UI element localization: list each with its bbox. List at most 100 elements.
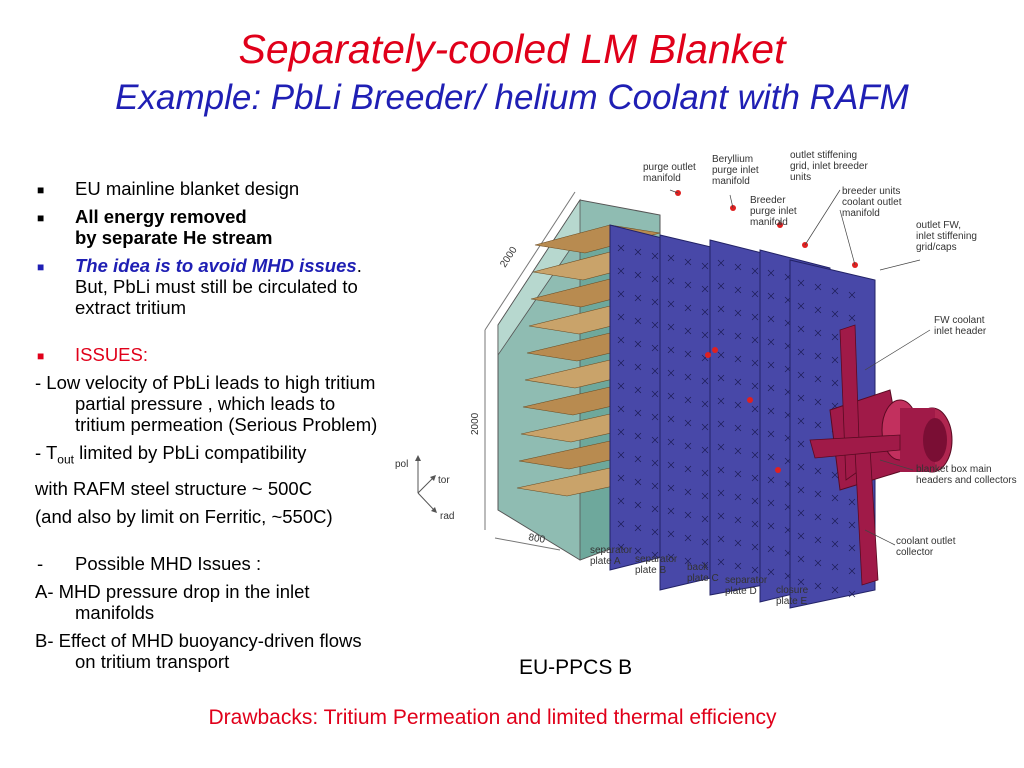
slide-subtitle: Example: PbLi Breeder/ helium Coolant wi… [115, 78, 909, 117]
plate-hole [814, 329, 822, 337]
bullet-issues: ■ ISSUES: [37, 344, 148, 365]
plate-hole [701, 469, 709, 477]
plate-hole [717, 305, 725, 313]
plate-hole [848, 521, 856, 529]
plate-hole [667, 461, 675, 469]
plate-hole [734, 286, 742, 294]
plate-hole [751, 566, 759, 574]
bullet-avoid-mhd: ■ The idea is to avoid MHD issues. But, … [37, 255, 362, 318]
plate-hole [651, 252, 659, 260]
plate-hole [814, 513, 822, 521]
plate-hole [634, 363, 642, 371]
plate-hole [797, 555, 805, 563]
plate-hole [751, 428, 759, 436]
plate-hole [684, 396, 692, 404]
plate-hole [701, 377, 709, 385]
plate-hole [701, 400, 709, 408]
plate-hole [848, 567, 856, 575]
plate-hole [797, 371, 805, 379]
plate-hole [767, 476, 775, 484]
rafm-line: with RAFM steel structure ~ 500C [35, 477, 313, 499]
axis-tor-label: tor [438, 475, 450, 486]
axis-rad-label: rad [440, 511, 455, 522]
plate-hole [634, 432, 642, 440]
possible-mhd-issues: - Possible MHD Issues : [37, 552, 262, 574]
blanket-drawing: 2000 2000 800 [470, 189, 953, 609]
plate-hole [651, 413, 659, 421]
plate-hole [734, 309, 742, 317]
plate-hole [651, 505, 659, 513]
plate-hole [701, 285, 709, 293]
plate-hole [797, 578, 805, 586]
plate-hole [751, 497, 759, 505]
plate-hole [667, 438, 675, 446]
plate-hole [717, 489, 725, 497]
issue-tout-limit: - Tout limited by PbLi compatibility [35, 442, 307, 467]
axis-pol-label: pol [395, 459, 409, 470]
plate-hole [767, 407, 775, 415]
plate-hole [684, 465, 692, 473]
plate-hole [684, 534, 692, 542]
plate-hole [848, 544, 856, 552]
plate-hole [617, 244, 625, 252]
plate-hole [634, 386, 642, 394]
coordinate-axes-diagram: pol tor rad [390, 455, 470, 535]
plate-hole [717, 420, 725, 428]
plate-hole [814, 467, 822, 475]
plate-hole [797, 325, 805, 333]
plate-hole [848, 314, 856, 322]
plate-hole [831, 586, 839, 594]
plate-hole [751, 313, 759, 321]
plate-hole [667, 277, 675, 285]
plate-hole [797, 394, 805, 402]
plate-hole [767, 453, 775, 461]
plate-hole [717, 512, 725, 520]
bullet-eu-mainline: ■ EU mainline blanket design [37, 178, 300, 199]
plate-hole [767, 545, 775, 553]
plate-hole [651, 551, 659, 559]
plate-hole [848, 498, 856, 506]
plate-hole [797, 509, 805, 517]
plate-hole [634, 294, 642, 302]
plate-hole [751, 451, 759, 459]
plate-hole [717, 466, 725, 474]
plate-hole [617, 382, 625, 390]
plate-hole [734, 355, 742, 363]
plate-hole [667, 323, 675, 331]
issue-a-pressure-drop: A- MHD pressure drop in the inlet manifo… [35, 580, 310, 623]
plate-hole [814, 283, 822, 291]
plate-hole [848, 291, 856, 299]
plate-hole [617, 497, 625, 505]
plate-hole [797, 279, 805, 287]
plate-hole [634, 524, 642, 532]
dim-800: 800 [527, 532, 546, 546]
plate-hole [717, 328, 725, 336]
plate-hole [734, 332, 742, 340]
plate-hole [634, 478, 642, 486]
plate-hole [767, 384, 775, 392]
plate-hole [651, 436, 659, 444]
plate-hole [651, 298, 659, 306]
plate-hole [684, 327, 692, 335]
plate-hole [634, 409, 642, 417]
plate-hole [734, 447, 742, 455]
plate-hole [814, 559, 822, 567]
coolant-header [809, 324, 953, 586]
plate-hole [617, 336, 625, 344]
plate-hole [797, 440, 805, 448]
plate-hole [848, 590, 856, 598]
plate-hole [751, 474, 759, 482]
plate-hole [701, 538, 709, 546]
plate-hole [717, 443, 725, 451]
plate-hole [767, 499, 775, 507]
plate-hole [751, 543, 759, 551]
plate-hole [831, 471, 839, 479]
plate-hole [651, 344, 659, 352]
plate-hole [617, 313, 625, 321]
plate-hole [684, 258, 692, 266]
plate-hole [797, 532, 805, 540]
